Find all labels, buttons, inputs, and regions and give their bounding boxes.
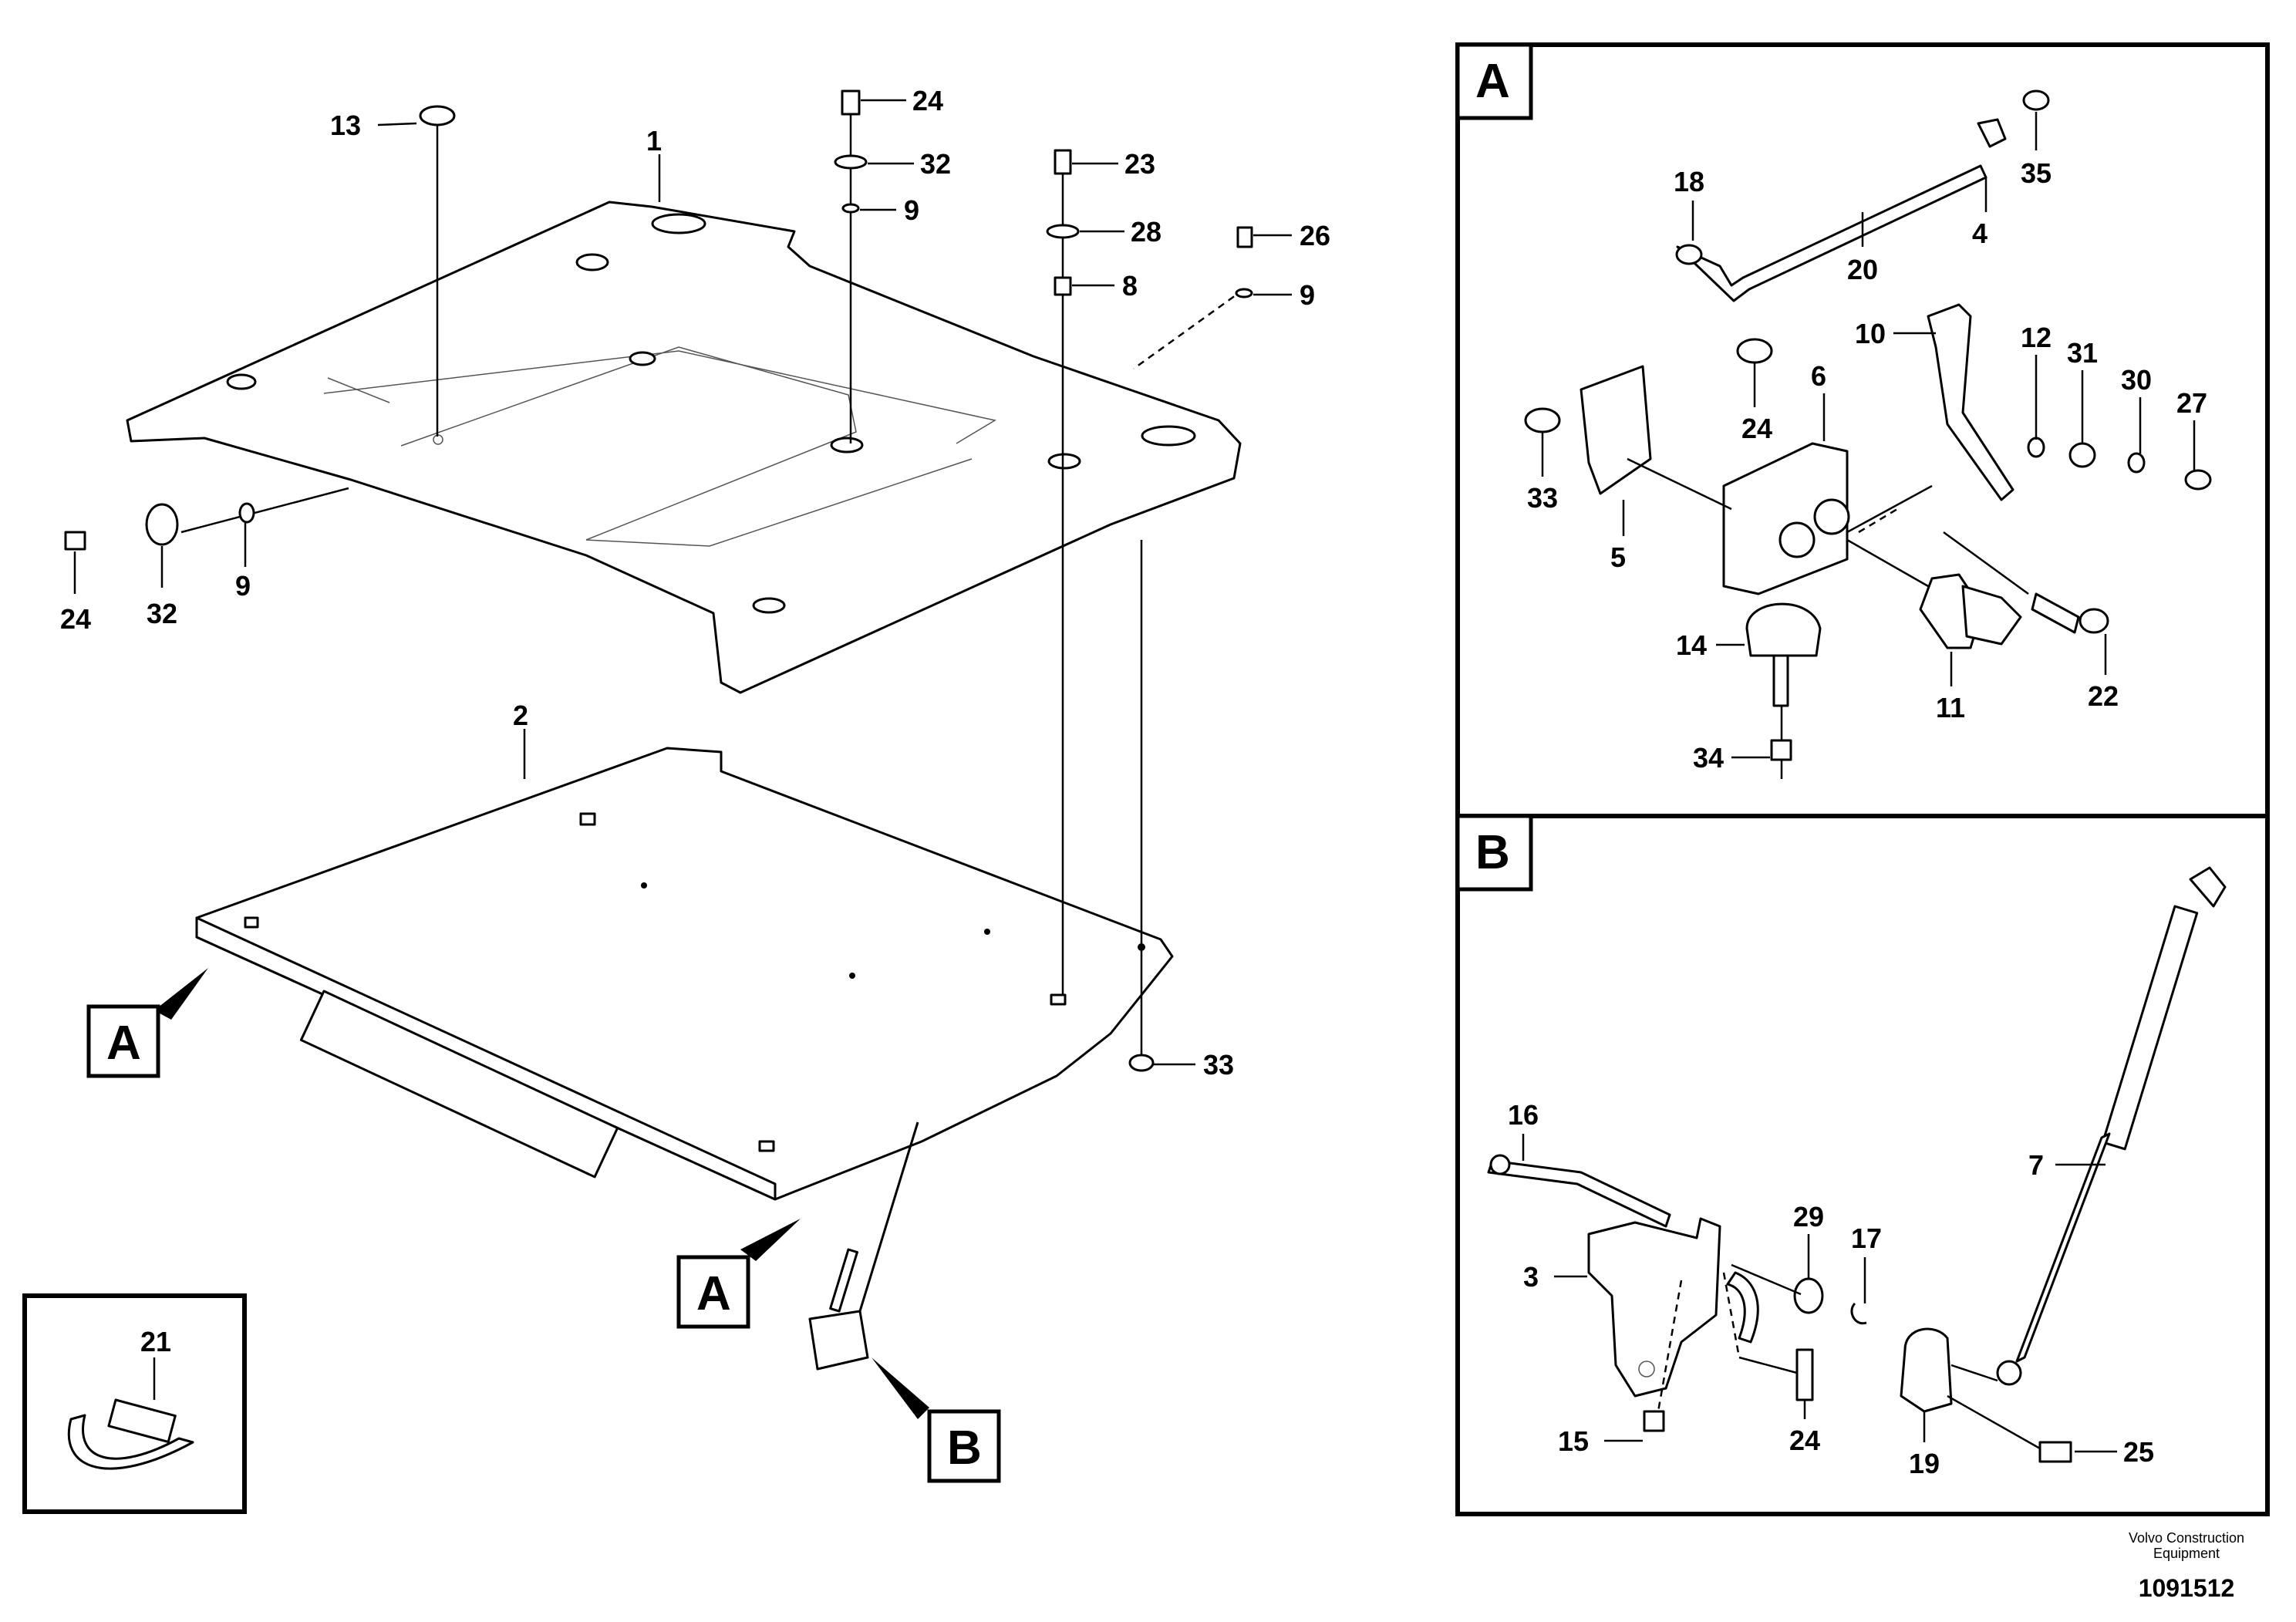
detail-a-parts (1524, 89, 2212, 779)
callout-3: 3 (1523, 1261, 1539, 1293)
callout-5: 5 (1610, 541, 1626, 573)
callouts-main: 13 1 24 32 9 23 28 8 26 9 24 32 9 2 33 (60, 85, 1330, 1081)
callout-33: 33 (1203, 1049, 1234, 1081)
callout-19: 19 (1909, 1448, 1940, 1479)
callout-15: 15 (1558, 1425, 1589, 1457)
detail-a-frame: A (1455, 42, 2270, 818)
callouts-detail-b: 16 29 17 3 7 15 24 19 25 (1508, 1099, 2154, 1479)
callout-31: 31 (2067, 337, 2098, 369)
callout-24: 24 (912, 85, 943, 116)
callout-27: 27 (2176, 387, 2207, 419)
callout-33b: 33 (1527, 482, 1558, 514)
callout-10: 10 (1855, 318, 1886, 349)
callout-17: 17 (1851, 1222, 1882, 1254)
credit-company: Volvo Construction (2129, 1530, 2244, 1546)
callout-13: 13 (330, 110, 361, 141)
callout-24b: 24 (60, 603, 91, 635)
main-gas-strut (808, 1121, 919, 1371)
svg-text:A: A (696, 1267, 731, 1320)
callout-29: 29 (1793, 1201, 1824, 1233)
callout-32: 32 (920, 148, 951, 180)
callout-9c: 9 (235, 570, 251, 602)
callout-20: 20 (1847, 254, 1878, 285)
callout-24c: 24 (1741, 413, 1772, 444)
callout-14: 14 (1676, 629, 1707, 661)
callout-24d: 24 (1789, 1425, 1820, 1456)
callout-32b: 32 (147, 598, 177, 629)
detail-b-parts (1487, 866, 2227, 1463)
detail-b-frame: B (1455, 814, 2270, 1516)
callout-16: 16 (1508, 1099, 1539, 1131)
svg-text:B: B (947, 1421, 982, 1475)
view-tag-b: B (872, 1357, 1001, 1483)
callout-28: 28 (1131, 216, 1161, 248)
callout-12: 12 (2021, 322, 2052, 353)
credit-division: Equipment (2153, 1546, 2220, 1561)
view-tag-a-left: A (86, 968, 208, 1078)
callout-18: 18 (1674, 166, 1704, 197)
callout-2: 2 (513, 700, 528, 731)
svg-text:A: A (106, 1017, 141, 1070)
callout-21: 21 (140, 1326, 171, 1357)
roof-panel (126, 201, 1242, 694)
svg-text:A: A (1475, 55, 1510, 108)
callout-7: 7 (2028, 1149, 2044, 1181)
callout-4: 4 (1972, 218, 1988, 249)
callout-35: 35 (2021, 157, 2052, 189)
callout-9b: 9 (1300, 279, 1315, 311)
callout-25: 25 (2123, 1436, 2154, 1468)
callout-6: 6 (1811, 360, 1826, 392)
hardware-main (64, 89, 1253, 1072)
document-number: 1091512 (2139, 1574, 2235, 1602)
callout-11: 11 (1936, 692, 1965, 723)
leader-24-side (180, 487, 349, 534)
callout-1: 1 (646, 125, 662, 157)
callout-23: 23 (1124, 148, 1155, 180)
floor-plate (195, 747, 1174, 1201)
callout-22: 22 (2088, 680, 2119, 712)
callout-9: 9 (904, 194, 919, 226)
svg-text:B: B (1475, 826, 1510, 879)
view-tag-a-bottom: A (676, 1219, 801, 1329)
leader-26 (1133, 288, 1245, 370)
callouts-detail-a: 18 20 4 35 10 12 31 30 27 24 6 33 5 14 1… (1527, 112, 2207, 774)
callout-8: 8 (1122, 270, 1138, 302)
callout-26: 26 (1300, 220, 1330, 251)
callout-30: 30 (2121, 364, 2152, 396)
credit-block: Volvo Construction Equipment 1091512 (2129, 1530, 2244, 1602)
callout-34: 34 (1693, 742, 1724, 774)
strap-inset: 21 (22, 1293, 247, 1514)
